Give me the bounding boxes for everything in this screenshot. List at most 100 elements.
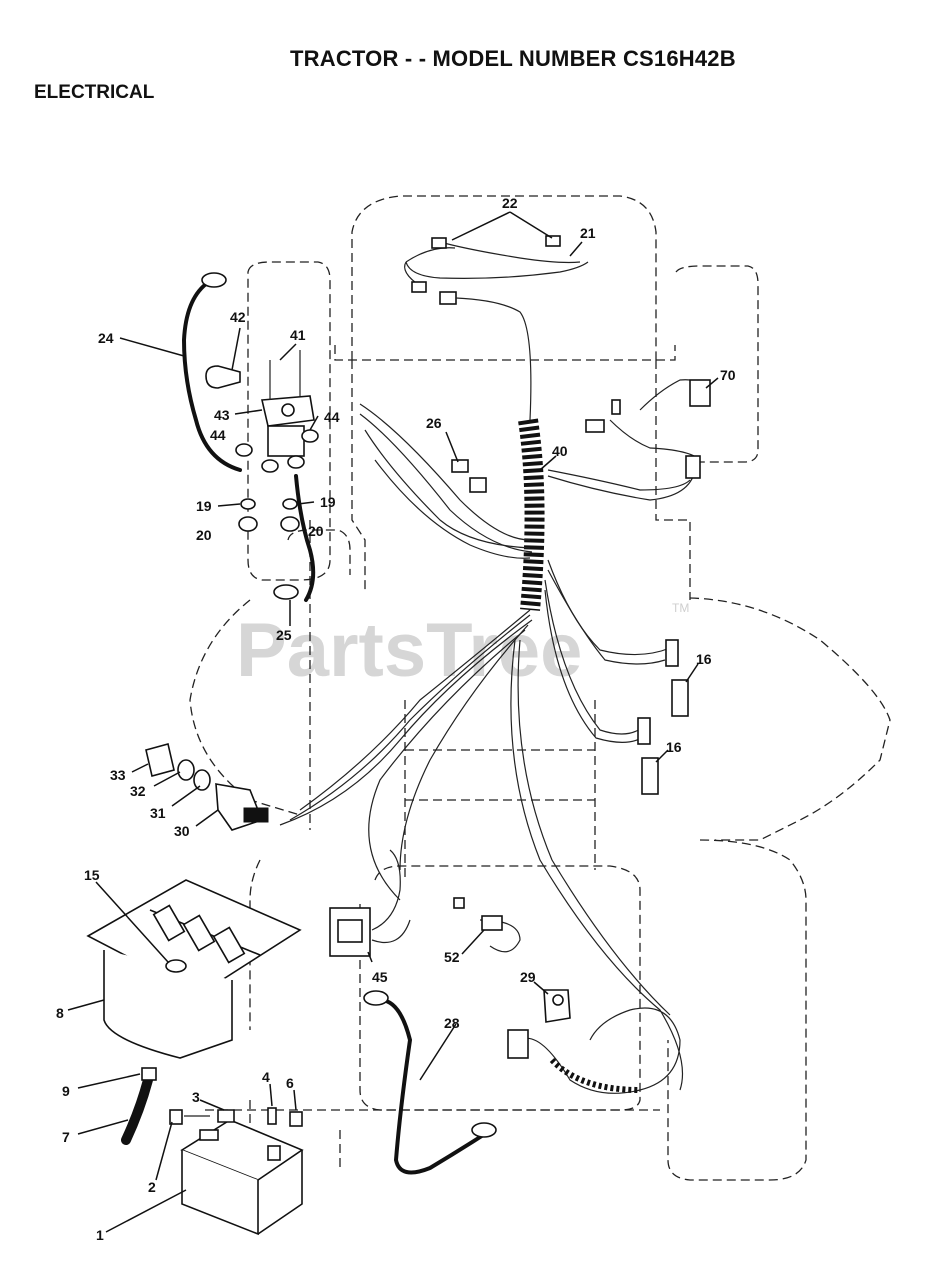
callout-31: 31 xyxy=(150,805,166,821)
watermark-text: PartsTree xyxy=(236,608,582,693)
callout-42: 42 xyxy=(230,309,246,325)
connector-52 xyxy=(453,897,521,953)
vent-tube-7 xyxy=(121,1075,153,1145)
clamp-3 xyxy=(217,1109,235,1123)
pin-connector xyxy=(685,455,701,479)
connector-26-female xyxy=(469,477,487,493)
battery-cable-24 xyxy=(181,272,242,472)
switch-29-body xyxy=(543,989,571,1023)
callout-16-upper: 16 xyxy=(696,651,712,667)
hold-down-spring xyxy=(165,959,187,973)
callout-16-lower: 16 xyxy=(666,739,682,755)
connector-26-male xyxy=(451,459,469,473)
leader-lines xyxy=(67,211,719,1233)
nut-32 xyxy=(177,759,195,781)
callout-44-right: 44 xyxy=(324,409,340,425)
tray-rib-2 xyxy=(182,914,216,952)
connector-70 xyxy=(585,379,711,479)
harness-connector xyxy=(411,281,427,293)
ignition-switch xyxy=(145,743,269,831)
connector-26 xyxy=(451,459,487,493)
headlight-bulb-left xyxy=(431,237,447,249)
callout-32: 32 xyxy=(130,783,146,799)
bolt-42 xyxy=(205,365,241,389)
hourmeter xyxy=(329,849,411,957)
battery-side xyxy=(257,1150,303,1235)
relay-connector xyxy=(689,379,711,407)
connector-16-lower-b xyxy=(641,757,659,795)
connector-16-upper-b xyxy=(671,679,689,717)
tray-rib-3 xyxy=(212,926,246,964)
switch-30 xyxy=(215,783,264,831)
main-harness xyxy=(279,403,696,1091)
callout-20-right: 20 xyxy=(308,523,324,539)
battery-hardware xyxy=(121,1067,303,1145)
callout-45: 45 xyxy=(372,969,388,985)
callout-21: 21 xyxy=(580,225,596,241)
washer-4 xyxy=(267,1107,277,1125)
callout-26: 26 xyxy=(426,415,442,431)
switch-29-plunger xyxy=(552,994,564,1006)
cable-28 xyxy=(363,990,497,1175)
headlight-harness xyxy=(404,235,589,421)
callout-8: 8 xyxy=(56,1005,64,1021)
battery-terminal-negative xyxy=(199,1129,219,1141)
callout-43: 43 xyxy=(214,407,230,423)
key-33 xyxy=(145,743,175,777)
callout-33: 33 xyxy=(110,767,126,783)
callout-19-right: 19 xyxy=(320,494,336,510)
nut-6 xyxy=(289,1111,303,1127)
ground-cable-25 xyxy=(273,474,316,602)
battery-front xyxy=(181,1150,259,1236)
headlight-bulb-right xyxy=(545,235,561,247)
tray-body xyxy=(103,950,233,1059)
callouts: 24 42 41 43 44 44 19 19 20 20 25 22 21 2… xyxy=(56,195,736,1243)
harness-plug xyxy=(439,291,457,305)
plug-connector-29 xyxy=(507,1029,529,1059)
callout-7: 7 xyxy=(62,1129,70,1145)
callout-40: 40 xyxy=(552,443,568,459)
page-title: TRACTOR - - MODEL NUMBER CS16H42B xyxy=(290,46,736,71)
callout-44-left: 44 xyxy=(210,427,226,443)
callout-6: 6 xyxy=(286,1075,294,1091)
bolt-2 xyxy=(169,1109,183,1125)
terminal xyxy=(611,399,621,415)
callout-1: 1 xyxy=(96,1227,104,1243)
hourmeter-face xyxy=(337,919,363,943)
connector-16-lower-a xyxy=(637,717,651,745)
callout-28: 28 xyxy=(444,1015,460,1031)
callout-4: 4 xyxy=(262,1069,270,1085)
callout-52: 52 xyxy=(444,949,460,965)
callout-22: 22 xyxy=(502,195,518,211)
connector-52-terminal xyxy=(453,897,465,909)
washer-31 xyxy=(193,769,211,791)
section-label: ELECTRICAL xyxy=(34,82,155,103)
plug-connector xyxy=(585,419,605,433)
callout-9: 9 xyxy=(62,1083,70,1099)
callout-3: 3 xyxy=(192,1089,200,1105)
clamp-9 xyxy=(141,1067,157,1081)
solenoid-assembly xyxy=(205,350,319,532)
watermark: PartsTree TM xyxy=(236,601,689,693)
callout-41: 41 xyxy=(290,327,306,343)
switch-plug xyxy=(243,807,269,823)
battery-terminal-positive xyxy=(267,1145,281,1161)
watermark-tm: TM xyxy=(672,601,689,615)
callout-19-left: 19 xyxy=(196,498,212,514)
callout-29: 29 xyxy=(520,969,536,985)
callout-70: 70 xyxy=(720,367,736,383)
battery-tray xyxy=(86,879,302,1059)
switch-29 xyxy=(507,989,681,1094)
tray-rib-1 xyxy=(152,904,186,942)
callout-30: 30 xyxy=(174,823,190,839)
callout-20-left: 20 xyxy=(196,527,212,543)
connector-16-upper-a xyxy=(665,639,679,667)
battery xyxy=(180,1119,304,1236)
callout-24: 24 xyxy=(98,330,114,346)
connector-16 xyxy=(637,639,689,795)
callout-15: 15 xyxy=(84,867,100,883)
callout-25: 25 xyxy=(276,627,292,643)
connector-52-body xyxy=(481,915,503,931)
callout-2: 2 xyxy=(148,1179,156,1195)
